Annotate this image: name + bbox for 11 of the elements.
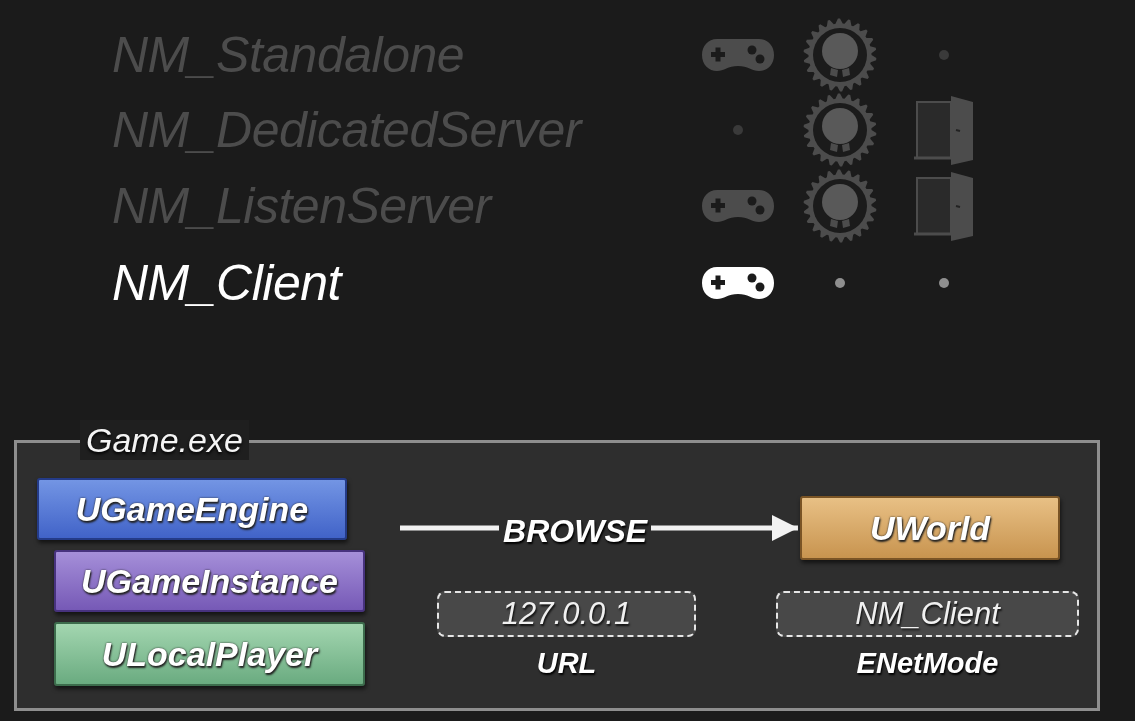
mode-label: NM_Client [112, 254, 341, 312]
field-caption: URL [536, 646, 597, 680]
value-box: 127.0.0.1 [437, 591, 696, 637]
class-box: UWorld [800, 496, 1060, 560]
class-box: ULocalPlayer [54, 622, 365, 686]
value-box: NM_Client [776, 591, 1079, 637]
group-title: Game.exe [80, 420, 249, 460]
class-box: UGameEngine [37, 478, 347, 540]
field-caption: ENetMode [856, 646, 999, 680]
arrow [400, 515, 798, 541]
class-box: UGameInstance [54, 550, 365, 612]
